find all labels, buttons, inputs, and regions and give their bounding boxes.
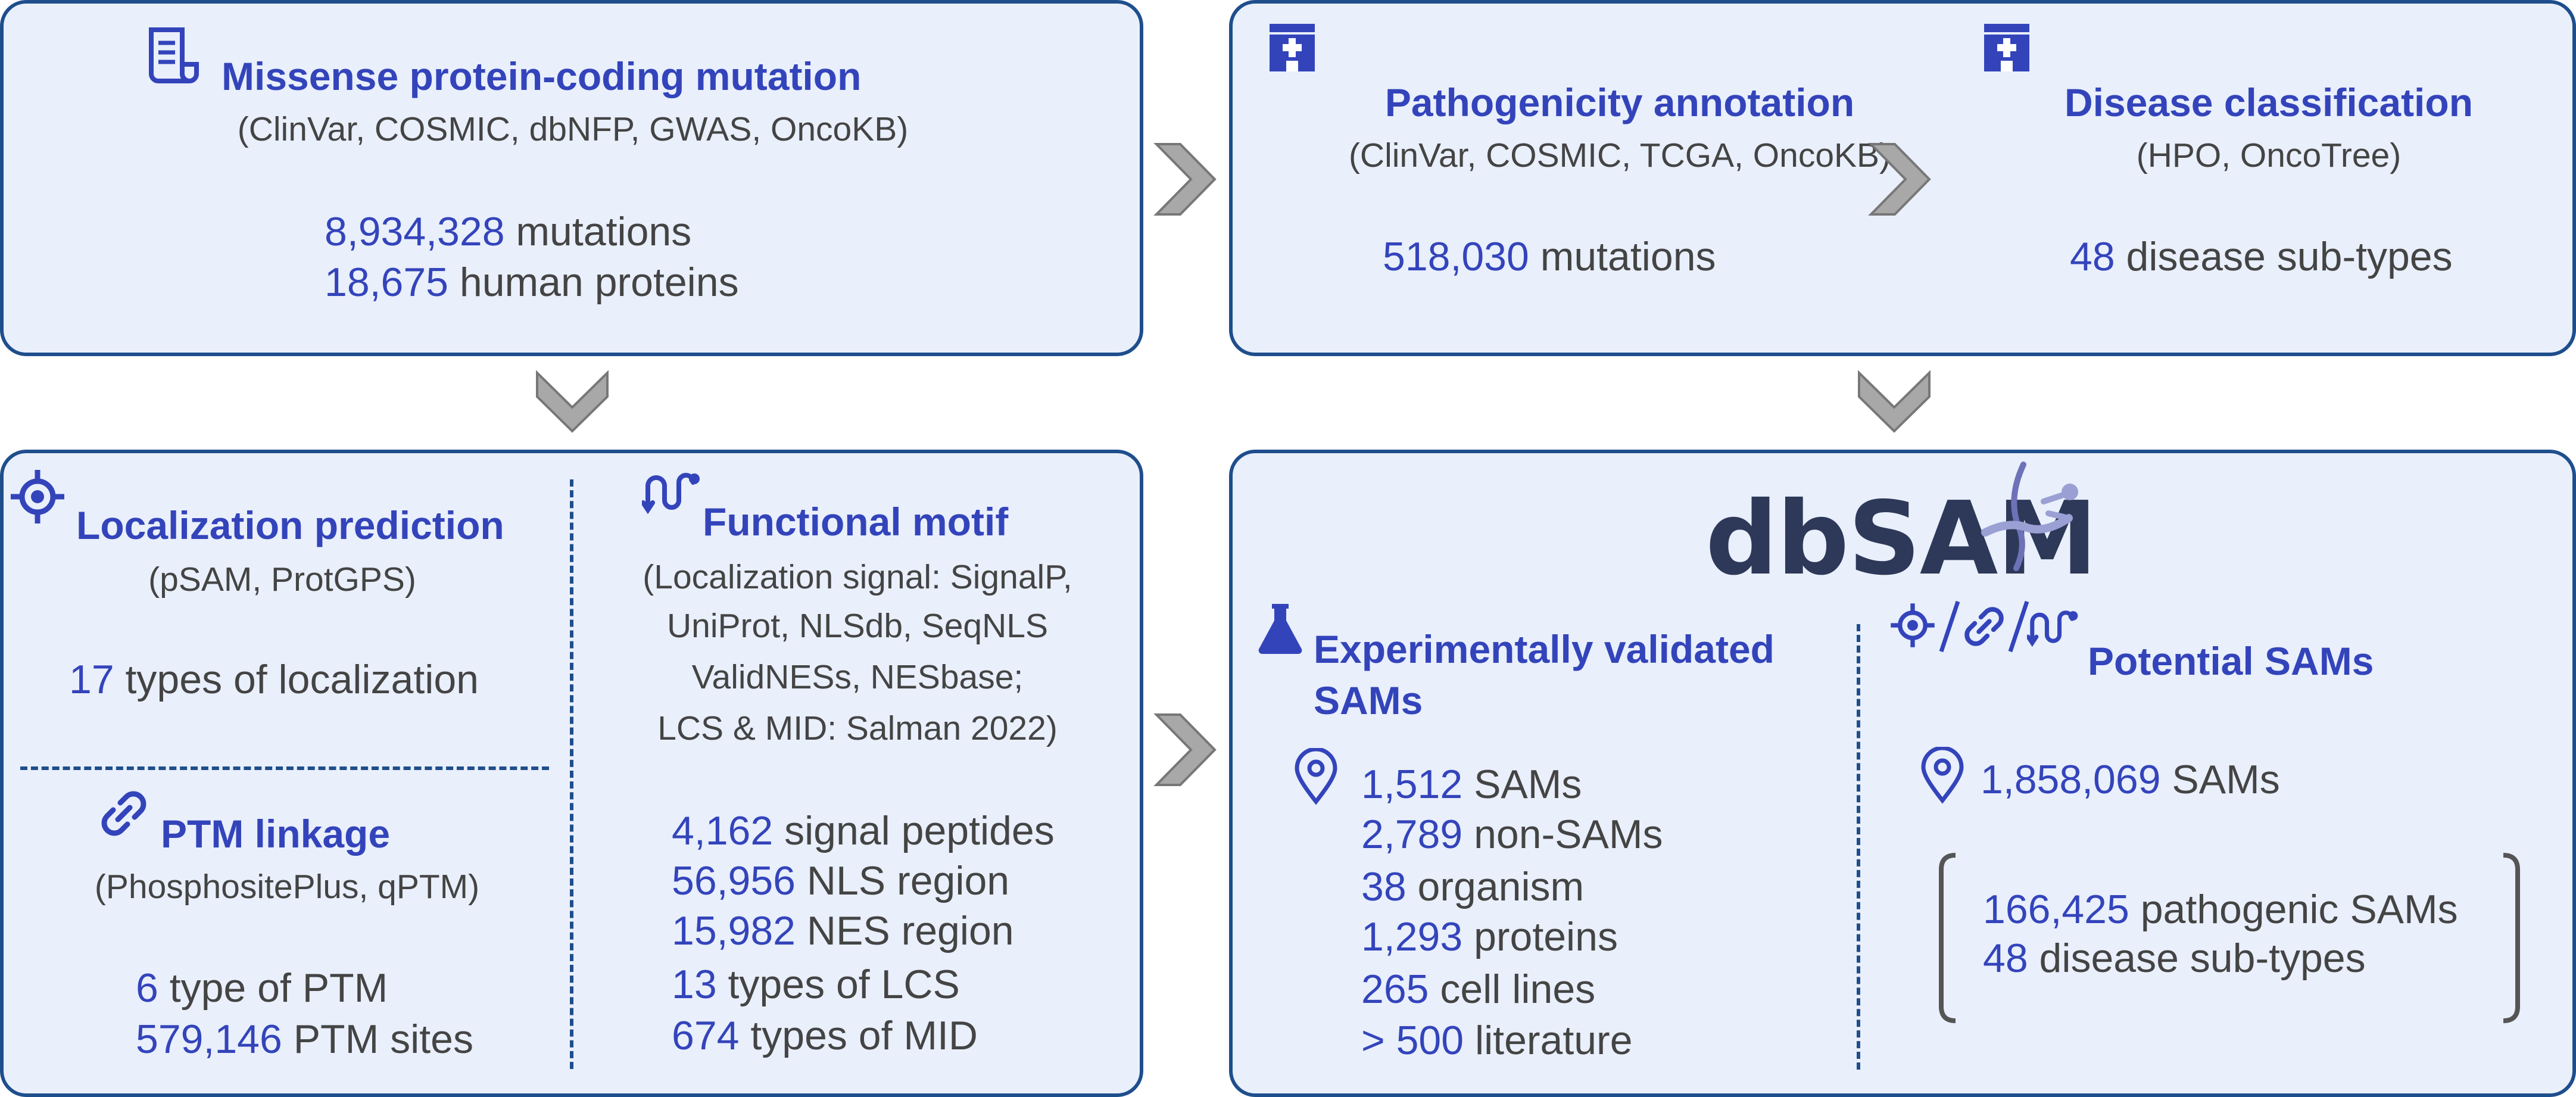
- hospital-icon: [1984, 24, 2029, 71]
- disease-title: Disease classification: [2064, 80, 2474, 124]
- link-icon: [101, 791, 146, 836]
- stat-line: 1,858,069 SAMs: [1981, 757, 2280, 802]
- dbsam-logo-figure: [1981, 462, 2078, 571]
- pathogenicity-sources: (ClinVar, COSMIC, TCGA, OncoKB): [1348, 136, 1891, 174]
- hospital-icon: [1270, 24, 1315, 71]
- motif-icon: [2027, 610, 2078, 647]
- stat-line: 579,146 PTM sites: [136, 1017, 473, 1062]
- motif-title: Functional motif: [703, 500, 1009, 544]
- location-pin-icon: [1295, 748, 1337, 805]
- stat-line: 1,293 proteins: [1361, 914, 1618, 959]
- stat-line: 13 types of LCS: [672, 962, 960, 1007]
- mutation-sources: (ClinVar, COSMIC, dbNFP, GWAS, OncoKB): [237, 110, 909, 148]
- stat-line: 6 type of PTM: [136, 965, 388, 1011]
- motif-source-line: LCS & MID: Salman 2022): [657, 709, 1058, 747]
- stat-line: 18,675 human proteins: [325, 260, 739, 305]
- dbsam-logo: dbSAM: [1705, 480, 2098, 598]
- chevron-down-icon: [1858, 370, 1931, 433]
- left-bracket: [1939, 853, 1956, 1023]
- link-icon: [1964, 607, 2004, 646]
- localization-sources: (pSAM, ProtGPS): [148, 560, 416, 599]
- target-icon: [11, 470, 64, 523]
- dbsam-box: [1229, 450, 2576, 1097]
- stat-line: 166,425 pathogenic SAMs: [1983, 887, 2458, 932]
- target-icon: [1891, 603, 1935, 647]
- slash-separator: [2008, 600, 2029, 653]
- annotation-box: [1229, 0, 2576, 356]
- disease-sources: (HPO, OncoTree): [2136, 136, 2402, 174]
- mutation-box: [0, 0, 1143, 356]
- motif-source-line: UniProt, NLSdb, SeqNLS: [667, 607, 1048, 645]
- stat-line: 17 types of localization: [69, 657, 479, 702]
- stat-line: 674 types of MID: [672, 1013, 978, 1058]
- stat-line: 48 disease sub-types: [1983, 936, 2366, 981]
- chevron-down-icon: [536, 370, 609, 433]
- stat-line: 4,162 signal peptides: [672, 808, 1055, 853]
- stat-line: 15,982 NES region: [672, 908, 1014, 953]
- ptm-sources: (PhosphositePlus, qPTM): [94, 868, 480, 906]
- divider: [1857, 624, 1860, 1070]
- motif-source-line: (Localization signal: SignalP,: [643, 558, 1072, 596]
- experimental-title-line: Experimentally validated: [1314, 627, 1774, 671]
- divider: [570, 479, 573, 1069]
- stat-line: 56,956 NLS region: [672, 858, 1010, 903]
- stat-line: 518,030 mutations: [1383, 234, 1716, 279]
- stat-line: 2,789 non-SAMs: [1361, 812, 1663, 857]
- stat-line: > 500 literature: [1361, 1018, 1633, 1063]
- stat-line: 38 organism: [1361, 864, 1585, 909]
- divider: [20, 766, 549, 770]
- motif-icon: [642, 473, 700, 515]
- stat-line: 8,934,328 mutations: [325, 209, 692, 254]
- stat-line: 265 cell lines: [1361, 967, 1596, 1012]
- right-bracket: [2503, 853, 2520, 1023]
- chevron-right-icon: [1868, 143, 1931, 216]
- document-icon: [149, 27, 199, 83]
- pathogenicity-title: Pathogenicity annotation: [1384, 80, 1855, 124]
- mutation-title: Missense protein-coding mutation: [222, 54, 862, 98]
- stat-line: 48 disease sub-types: [2070, 234, 2453, 279]
- flask-icon: [1258, 604, 1302, 655]
- localization-title: Localization prediction: [76, 503, 504, 547]
- ptm-title: PTM linkage: [161, 812, 391, 856]
- potential-title: Potential SAMs: [2088, 639, 2374, 683]
- slash-separator: [1939, 600, 1960, 653]
- location-pin-icon: [1921, 747, 1964, 804]
- chevron-right-icon: [1153, 713, 1217, 786]
- stat-line: 1,512 SAMs: [1361, 762, 1582, 807]
- experimental-title-line: SAMs: [1314, 678, 1423, 722]
- chevron-right-icon: [1153, 143, 1217, 216]
- motif-source-line: ValidNESs, NESbase;: [691, 658, 1024, 696]
